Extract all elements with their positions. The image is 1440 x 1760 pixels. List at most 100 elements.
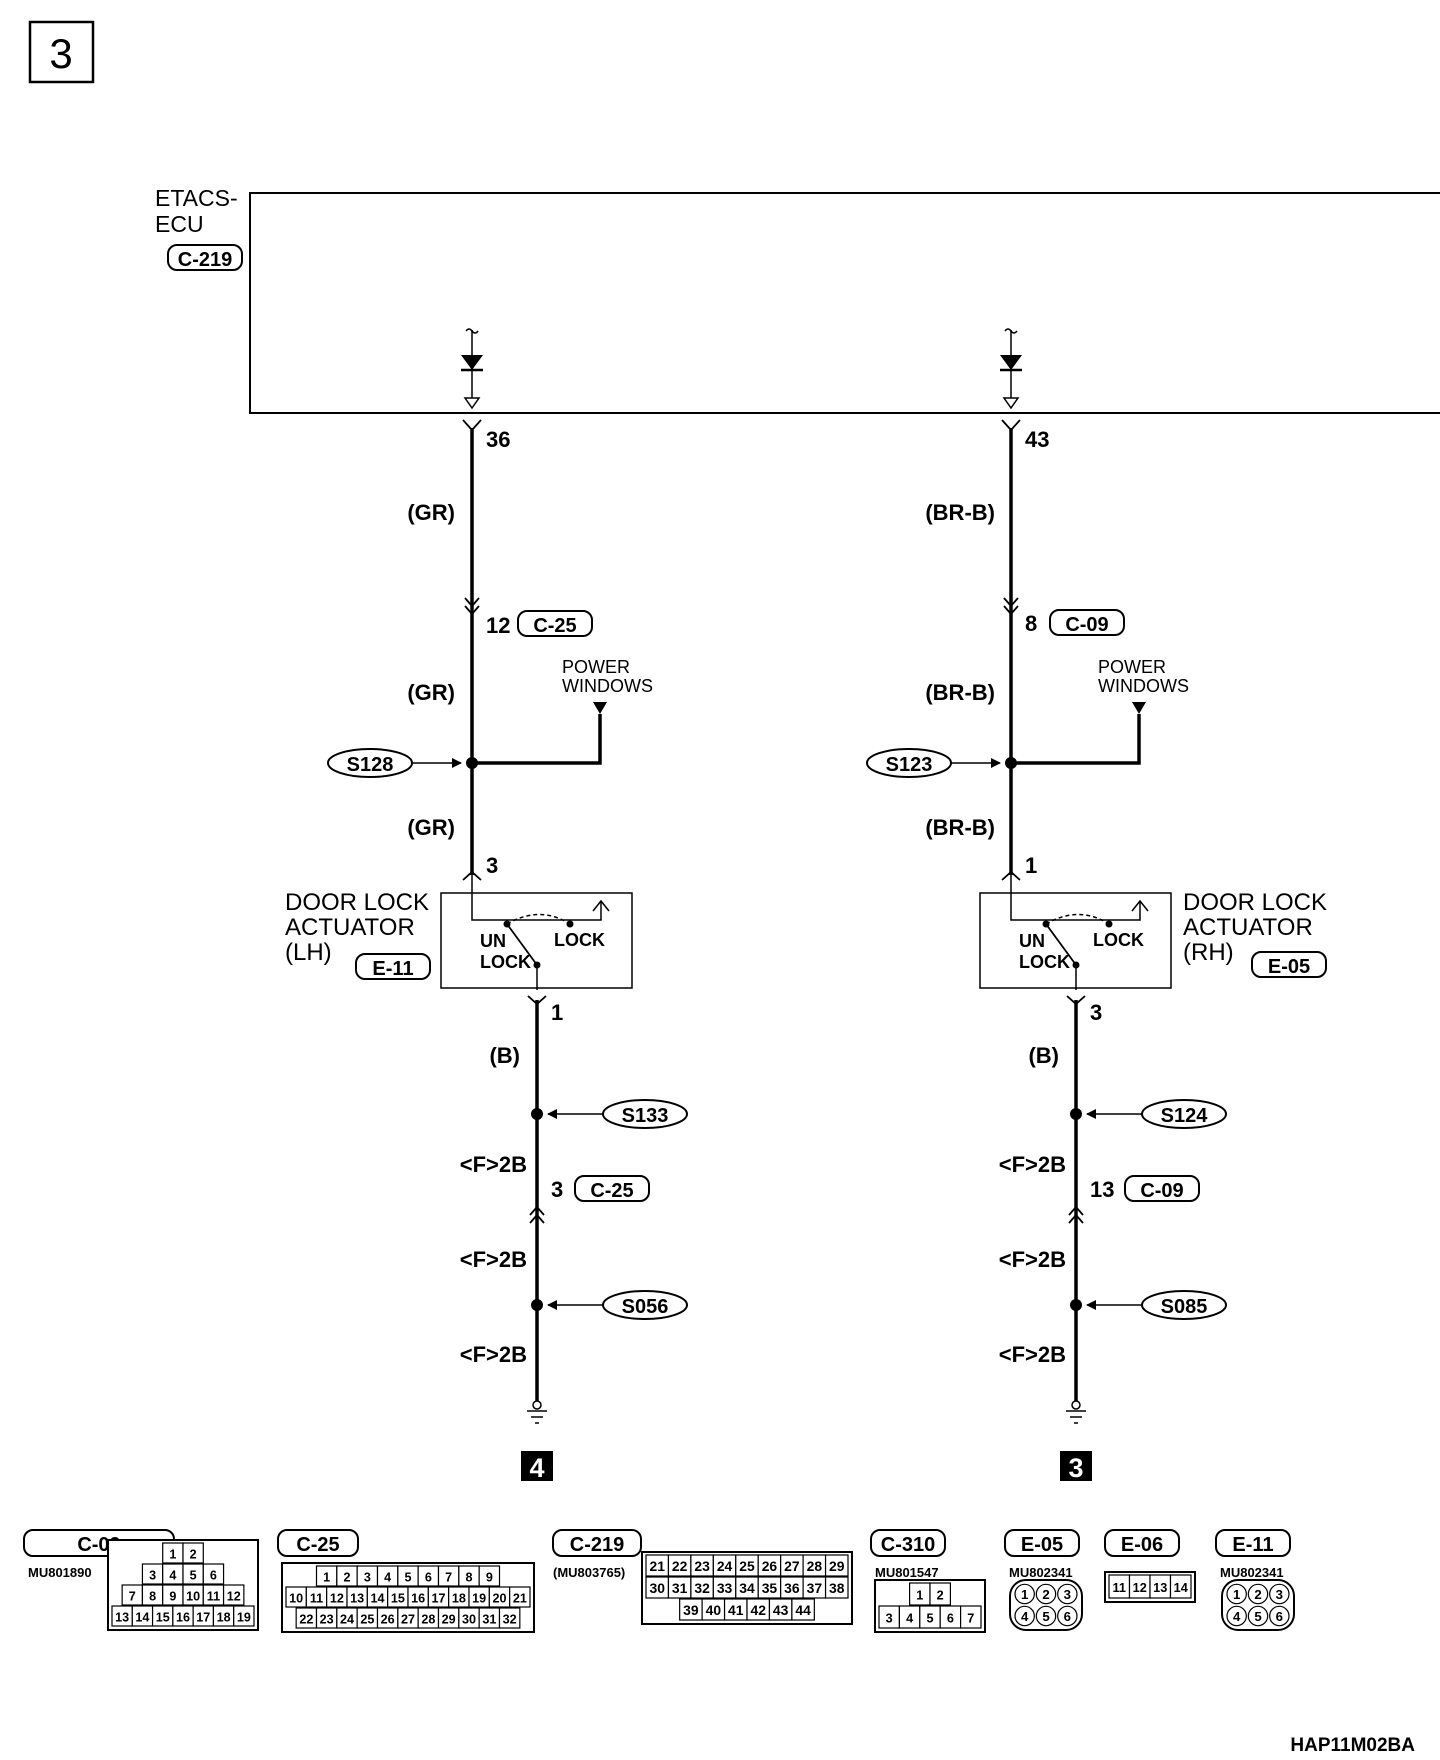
- connector-pin-number: 6: [210, 1569, 217, 1583]
- connector-pin-number: 11: [207, 1590, 220, 1604]
- connector-pin: [1035, 1605, 1057, 1627]
- connector-pin-number: 14: [370, 1592, 384, 1606]
- right-splice-3-label: S085: [1161, 1296, 1208, 1318]
- connector-pin-number: 2: [343, 1571, 350, 1585]
- connector-pin-number: 40: [706, 1602, 722, 1618]
- connector-pin-number: 31: [672, 1580, 688, 1596]
- connector-pin-number: 25: [739, 1558, 755, 1574]
- etacs-ecu: ETACS- ECU C-219: [155, 185, 1440, 414]
- connector-pin-number: 5: [1042, 1609, 1049, 1624]
- left-ground-number: 4: [529, 1453, 544, 1483]
- connector-pin: [791, 1598, 815, 1621]
- connector-pin-number: 6: [1064, 1609, 1071, 1624]
- connector-pin-number: 44: [795, 1602, 811, 1618]
- connector-name: C-219: [570, 1534, 624, 1556]
- right-ground-number: 3: [1068, 1453, 1083, 1483]
- left-actuator-connector: E-11: [372, 958, 413, 980]
- connector-pin-number: 22: [672, 1558, 688, 1574]
- connector-part-number: MU802341: [1009, 1565, 1073, 1580]
- connector-pin-number: 16: [176, 1611, 190, 1625]
- connector-pin-number: 3: [364, 1571, 371, 1585]
- left-power-windows-line2: WINDOWS: [562, 676, 653, 696]
- connector-pin-number: 43: [773, 1602, 789, 1618]
- connector-pin-number: 4: [384, 1571, 391, 1585]
- connector-pin-number: 27: [784, 1558, 800, 1574]
- connector-pin-number: 41: [728, 1602, 744, 1618]
- connector-pin-number: 42: [750, 1602, 766, 1618]
- right-power-windows-line1: POWER: [1098, 657, 1166, 677]
- right-ecu-pin: 43: [1025, 427, 1049, 452]
- left-actuator-name-3: (LH): [285, 939, 332, 966]
- connector-pin-number: 4: [906, 1612, 913, 1626]
- left-switch-unlock-2: LOCK: [480, 952, 531, 972]
- connector-pin-number: 21: [513, 1592, 527, 1606]
- connector-name: C-25: [296, 1534, 339, 1556]
- left-actuator-name-1: DOOR LOCK: [285, 889, 429, 916]
- left-splice-label: S128: [347, 754, 394, 776]
- connector-pin: [959, 1605, 982, 1629]
- connector-pin-number: 22: [299, 1613, 313, 1627]
- right-wire-b: (B): [1028, 1043, 1059, 1068]
- connector-pin: [929, 1582, 951, 1606]
- connector-pin-number: 17: [196, 1611, 210, 1625]
- connector-pin-number: 3: [149, 1569, 156, 1583]
- connector-pin: [498, 1607, 521, 1629]
- left-splice-point: [466, 757, 478, 769]
- right-splice-2-label: S124: [1161, 1105, 1209, 1127]
- connector-pin-number: 24: [717, 1558, 733, 1574]
- connector-pin-number: 1: [323, 1571, 330, 1585]
- ecu-name-line1: ETACS-: [155, 185, 238, 211]
- right-junction-connector: C-09: [1065, 614, 1108, 636]
- connector-pin-number: 1: [169, 1548, 176, 1562]
- connector-pin-number: 30: [462, 1613, 476, 1627]
- connector-pin-number: 3: [1064, 1587, 1071, 1602]
- left-switch-unlock-1: UN: [480, 931, 506, 951]
- connector-pin-number: 33: [717, 1580, 733, 1596]
- connector-pin-number: 4: [1233, 1609, 1241, 1624]
- connector-pin-number: 1: [1233, 1587, 1240, 1602]
- connector-pin-number: 19: [472, 1592, 486, 1606]
- left-actuator-pin-top: 3: [486, 853, 498, 878]
- connector-pin-number: 19: [237, 1611, 251, 1625]
- connector-pin-number: 14: [1174, 1580, 1188, 1595]
- connector-pin: [824, 1554, 849, 1577]
- right-power-windows-line2: WINDOWS: [1098, 676, 1189, 696]
- connector-part-number: MU801547: [875, 1565, 939, 1580]
- connector-pin-number: 1: [1021, 1587, 1028, 1602]
- left-switch-lock: LOCK: [554, 930, 605, 950]
- ecu-connector-label: C-219: [178, 249, 232, 271]
- connector-pin-number: 16: [411, 1592, 425, 1606]
- connector-pin-number: 4: [1021, 1609, 1029, 1624]
- left-actuator-name-2: ACTUATOR: [285, 914, 415, 941]
- connector-pin-number: 15: [156, 1611, 170, 1625]
- right-switch-lock: LOCK: [1093, 930, 1144, 950]
- connector-pin-number: 31: [482, 1613, 496, 1627]
- connector-pin-number: 25: [360, 1613, 374, 1627]
- connector-pin-number: 8: [149, 1590, 156, 1604]
- connector-pin: [1226, 1605, 1247, 1627]
- connector-name: E-06: [1121, 1534, 1163, 1556]
- connector-pin-number: 28: [807, 1558, 823, 1574]
- connector-pin-number: 6: [947, 1612, 954, 1626]
- left-wire-f2b-2: <F>2B: [460, 1247, 527, 1272]
- connector-pin-number: 38: [829, 1580, 845, 1596]
- connector-pin-number: 6: [1276, 1609, 1283, 1624]
- connector-pin-number: 2: [1042, 1587, 1049, 1602]
- connector-pin-number: 24: [340, 1613, 354, 1627]
- connector-pin-number: 18: [217, 1611, 231, 1625]
- connector-pin: [1269, 1605, 1290, 1627]
- connector-pin-number: 29: [829, 1558, 845, 1574]
- connector-pin: [1014, 1583, 1035, 1605]
- right-junction-pin: 8: [1025, 611, 1037, 636]
- right-actuator-name-1: DOOR LOCK: [1183, 889, 1327, 916]
- connector-pin-number: 12: [227, 1590, 241, 1604]
- connector-pin: [1226, 1583, 1247, 1605]
- connector-pin-number: 32: [503, 1613, 517, 1627]
- connector-pin-number: 12: [330, 1592, 344, 1606]
- right-wire-color-2: (BR-B): [925, 680, 995, 705]
- connector-pin: [824, 1576, 849, 1599]
- right-splice-point: [1005, 757, 1017, 769]
- connector-pin-number: 4: [169, 1569, 176, 1583]
